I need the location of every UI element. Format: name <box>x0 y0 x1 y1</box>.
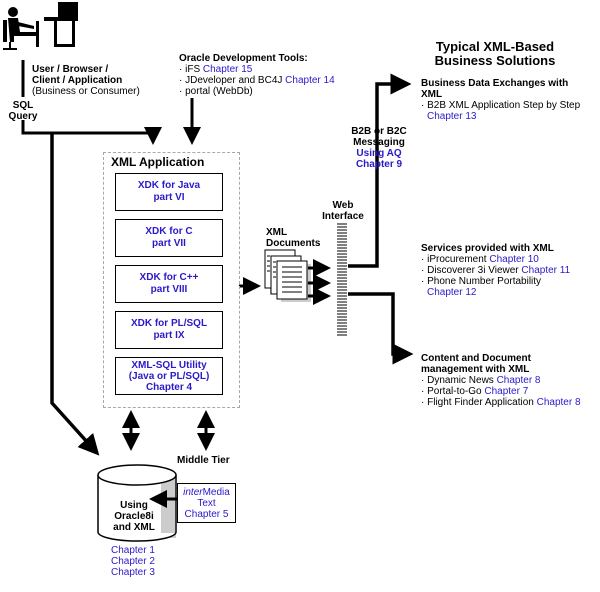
component-line: XDK for Java <box>137 180 201 191</box>
component-line: part IX <box>153 330 185 341</box>
middle-tier-label: Middle Tier <box>177 455 230 466</box>
component-xdk-java[interactable]: XDK for Java part VI <box>115 173 223 211</box>
web-to-content-arrow <box>348 292 414 365</box>
direct-db-arrow <box>50 133 100 456</box>
section-business-exchange-title-2: XML <box>421 89 443 100</box>
messaging-link-1[interactable]: Using AQ <box>356 148 402 159</box>
solution-item: B2B XML Application Step by Step <box>421 100 580 111</box>
solution-chapter-link[interactable]: Chapter 10 <box>489 254 539 265</box>
component-line: XDK for PL/SQL <box>130 318 208 329</box>
component-line: Chapter 4 <box>145 381 193 393</box>
solutions-title-1: Typical XML-Based <box>435 39 555 54</box>
section-content-title-1: Content and Document <box>421 353 531 364</box>
sql-query-arrow <box>21 120 162 145</box>
web-interface-label-1: Web <box>332 200 354 211</box>
solution-item-name: Portal-to-Go <box>427 386 482 397</box>
intermedia-title: interMedia <box>178 487 235 498</box>
web-to-business-exchange-arrow <box>348 73 412 268</box>
xml-documents-icon <box>264 249 311 302</box>
user-sublabel: (Business or Consumer) <box>32 86 140 97</box>
dev-tool-name: portal (WebDb) <box>185 86 253 97</box>
query-label: Query <box>8 111 38 122</box>
component-line: XDK for C <box>145 226 193 237</box>
solution-chapter-link[interactable]: Chapter 12 <box>427 287 477 298</box>
database-label-1: Using <box>120 500 148 511</box>
messaging-link-2[interactable]: Chapter 9 <box>355 159 403 170</box>
dev-tool-item: JDeveloper and BC4J Chapter 14 <box>179 75 335 86</box>
component-line: part VII <box>152 238 186 249</box>
component-line: (Java or PL/SQL) <box>128 370 210 382</box>
dev-tools-title: Oracle Development Tools: <box>179 53 308 64</box>
component-line: XML-SQL Utility <box>131 359 207 371</box>
dev-tool-chapter-link[interactable]: Chapter 14 <box>285 75 335 86</box>
database-label-3: and XML <box>113 522 155 533</box>
database-chapter-link[interactable]: Chapter 3 <box>111 567 155 578</box>
solution-chapter-link[interactable]: Chapter 8 <box>496 375 541 386</box>
xml-application-title: XML Application <box>111 155 205 169</box>
database-label-2: Oracle8i <box>114 511 154 522</box>
web-interface-label-2: Interface <box>322 211 364 222</box>
dev-tool-item: portal (WebDb) <box>179 86 253 97</box>
solution-item: Flight Finder Application Chapter 8 <box>421 397 581 408</box>
component-line: part VIII <box>150 284 188 295</box>
xml-documents-label-2: Documents <box>266 238 321 249</box>
solution-item-name: Dynamic News <box>427 375 494 386</box>
solution-chapter-link[interactable]: Chapter 8 <box>536 397 581 408</box>
xml-documents-label-1: XML <box>266 227 288 238</box>
intermedia-line: Chapter 5 <box>184 508 229 520</box>
solution-chapter-link[interactable]: Chapter 13 <box>427 111 477 122</box>
dev-tool-name: iFS <box>185 64 201 75</box>
section-services-title: Services provided with XML <box>421 243 554 254</box>
section-content-title-2: management with XML <box>421 364 530 375</box>
solution-item-name: iProcurement <box>427 254 487 265</box>
component-xdk-plsql[interactable]: XDK for PL/SQL part IX <box>115 311 223 349</box>
messaging-label-2: Messaging <box>353 137 405 148</box>
solution-item: Dynamic News Chapter 8 <box>421 375 541 386</box>
intermedia-text-box[interactable]: interMedia Text Chapter 5 <box>177 483 236 523</box>
section-business-exchange-title-1: Business Data Exchanges with <box>421 78 569 89</box>
component-xdk-cpp[interactable]: XDK for C++ part VIII <box>115 265 223 303</box>
user-at-computer-icon <box>3 2 78 50</box>
intermedia-rest: Media <box>202 486 230 498</box>
database-chapter-link[interactable]: Chapter 2 <box>111 556 155 567</box>
database-chapter-link[interactable]: Chapter 1 <box>111 545 155 556</box>
xml-application-container <box>103 152 240 408</box>
solution-item: iProcurement Chapter 10 <box>421 254 539 265</box>
solutions-title-2: Business Solutions <box>434 53 556 68</box>
dev-tool-chapter-link[interactable]: Chapter 15 <box>202 64 253 75</box>
solution-item: Discoverer 3i Viewer Chapter 11 <box>421 265 570 276</box>
solution-item-name: Flight Finder Application <box>427 397 534 408</box>
component-line: XDK for C++ <box>139 272 199 283</box>
sql-label: SQL <box>12 100 34 111</box>
solution-item: Portal-to-Go Chapter 7 <box>421 386 528 397</box>
dev-tool-name: JDeveloper and BC4J <box>185 75 283 86</box>
solution-item: Phone Number Portability <box>421 276 541 287</box>
dev-tool-item: iFS Chapter 15 <box>179 64 252 75</box>
intermedia-line: Text <box>197 497 216 509</box>
component-line: part VI <box>153 192 185 203</box>
solution-item-name: Discoverer 3i Viewer <box>427 265 519 276</box>
user-label-line-2: Client / Application <box>32 75 123 86</box>
solution-chapter-link[interactable]: Chapter 7 <box>484 386 529 397</box>
component-xdk-c[interactable]: XDK for C part VII <box>115 219 223 257</box>
component-xml-sql-utility[interactable]: XML-SQL Utility (Java or PL/SQL) Chapter… <box>115 357 223 395</box>
user-label-line-1: User / Browser / <box>32 64 109 75</box>
solution-chapter-link[interactable]: Chapter 11 <box>521 265 571 276</box>
messaging-label-1: B2B or B2C <box>351 126 407 137</box>
web-interface-bar <box>337 223 347 336</box>
intermedia-italic: inter <box>183 486 203 498</box>
